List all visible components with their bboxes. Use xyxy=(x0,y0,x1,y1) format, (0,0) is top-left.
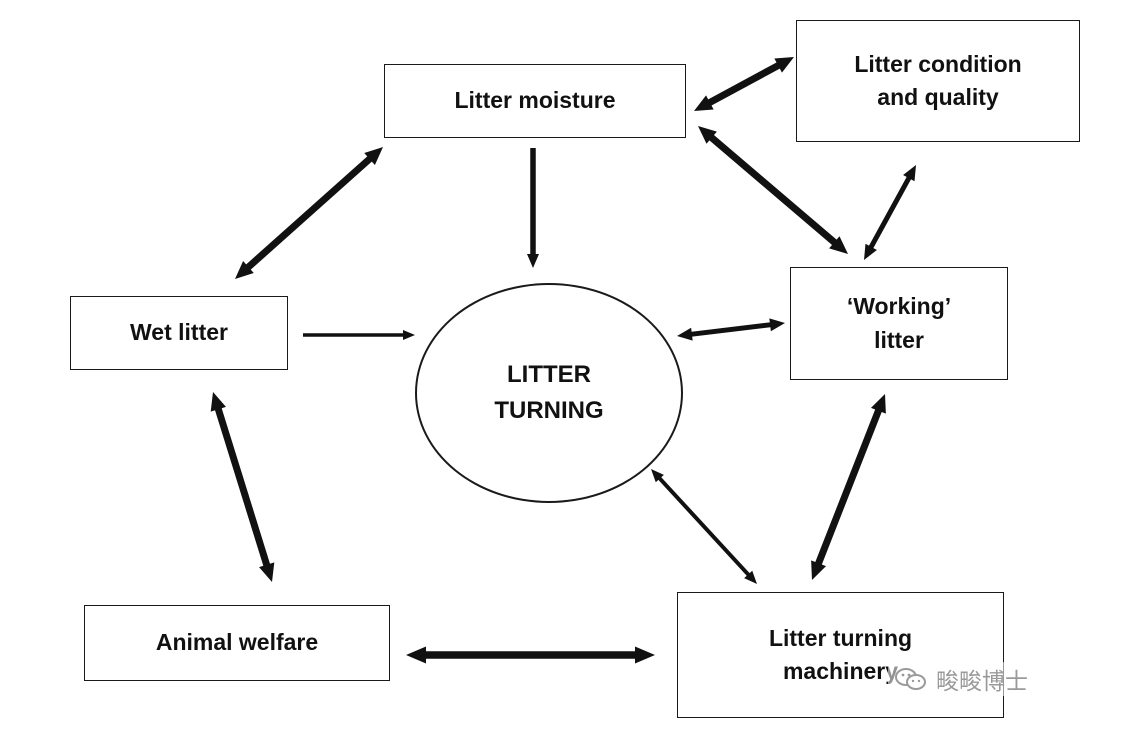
watermark-text: 畯畯博士 xyxy=(936,668,1028,694)
node-working-litter: ‘Working’ litter xyxy=(790,267,1008,380)
arrow-shaft xyxy=(245,155,373,271)
node-litter-condition-label: Litter condition and quality xyxy=(854,50,1022,110)
node-litter-condition: Litter condition and quality xyxy=(796,20,1080,142)
arrowhead xyxy=(651,469,664,483)
node-working-litter-label: ‘Working’ litter xyxy=(846,293,952,353)
arrowhead xyxy=(774,57,794,73)
node-wet-litter-label: Wet litter xyxy=(130,319,228,346)
arrowhead xyxy=(235,261,254,279)
arrowhead xyxy=(677,327,693,341)
arrow-litter-moisture-to-litter-turning xyxy=(527,148,539,268)
arrowhead xyxy=(364,147,383,165)
arrow-litter-turning-machinery-to-working-litter xyxy=(811,394,886,580)
wechat-icon xyxy=(895,668,926,690)
arrowhead xyxy=(829,236,848,254)
node-animal-welfare: Animal welfare xyxy=(84,605,390,681)
node-litter-turning-machinery-label: Litter turning machinery xyxy=(768,624,913,684)
node-litter-turning: LITTER TURNING xyxy=(415,283,683,503)
node-litter-turning-label: LITTER TURNING xyxy=(494,361,604,424)
arrow-litter-moisture-to-working-litter xyxy=(698,126,848,254)
arrowhead xyxy=(903,165,916,182)
arrowhead xyxy=(870,394,886,414)
arrow-shaft xyxy=(214,407,271,567)
node-litter-turning-machinery: Litter turning machinery xyxy=(677,592,1004,718)
arrow-wet-litter-to-litter-turning xyxy=(303,330,415,340)
arrow-shaft xyxy=(708,134,838,246)
arrowhead xyxy=(259,562,275,582)
arrow-shaft xyxy=(707,61,781,107)
arrowhead xyxy=(769,318,785,332)
node-litter-moisture: Litter moisture xyxy=(384,64,686,138)
arrowhead xyxy=(698,126,717,144)
arrow-animal-welfare-to-litter-turning-machinery xyxy=(406,646,655,664)
arrow-shaft xyxy=(814,408,883,566)
arrowhead xyxy=(527,254,539,268)
arrowhead xyxy=(210,392,226,412)
arrow-working-litter-to-litter-condition xyxy=(864,165,916,260)
watermark: 畯畯博士 xyxy=(888,662,1034,696)
node-animal-welfare-label: Animal welfare xyxy=(155,629,319,656)
node-wet-litter: Wet litter xyxy=(70,296,288,370)
arrowhead xyxy=(406,646,426,664)
arrowhead xyxy=(635,646,655,664)
arrowhead xyxy=(694,95,714,111)
arrow-shaft xyxy=(690,322,772,337)
arrowhead xyxy=(744,570,757,584)
arrow-litter-turning-machinery-to-litter-turning xyxy=(651,469,757,584)
arrow-litter-moisture-to-litter-condition xyxy=(694,57,794,111)
arrow-shaft xyxy=(868,176,912,249)
arrow-shaft xyxy=(657,476,751,577)
arrowhead xyxy=(864,243,877,260)
arrow-working-litter-to-litter-turning xyxy=(677,318,785,341)
arrow-wet-litter-to-animal-welfare xyxy=(210,392,275,582)
arrow-litter-moisture-to-wet-litter xyxy=(235,147,383,279)
arrowhead xyxy=(403,330,415,340)
node-litter-moisture-label: Litter moisture xyxy=(454,87,616,114)
arrowhead xyxy=(811,560,827,580)
